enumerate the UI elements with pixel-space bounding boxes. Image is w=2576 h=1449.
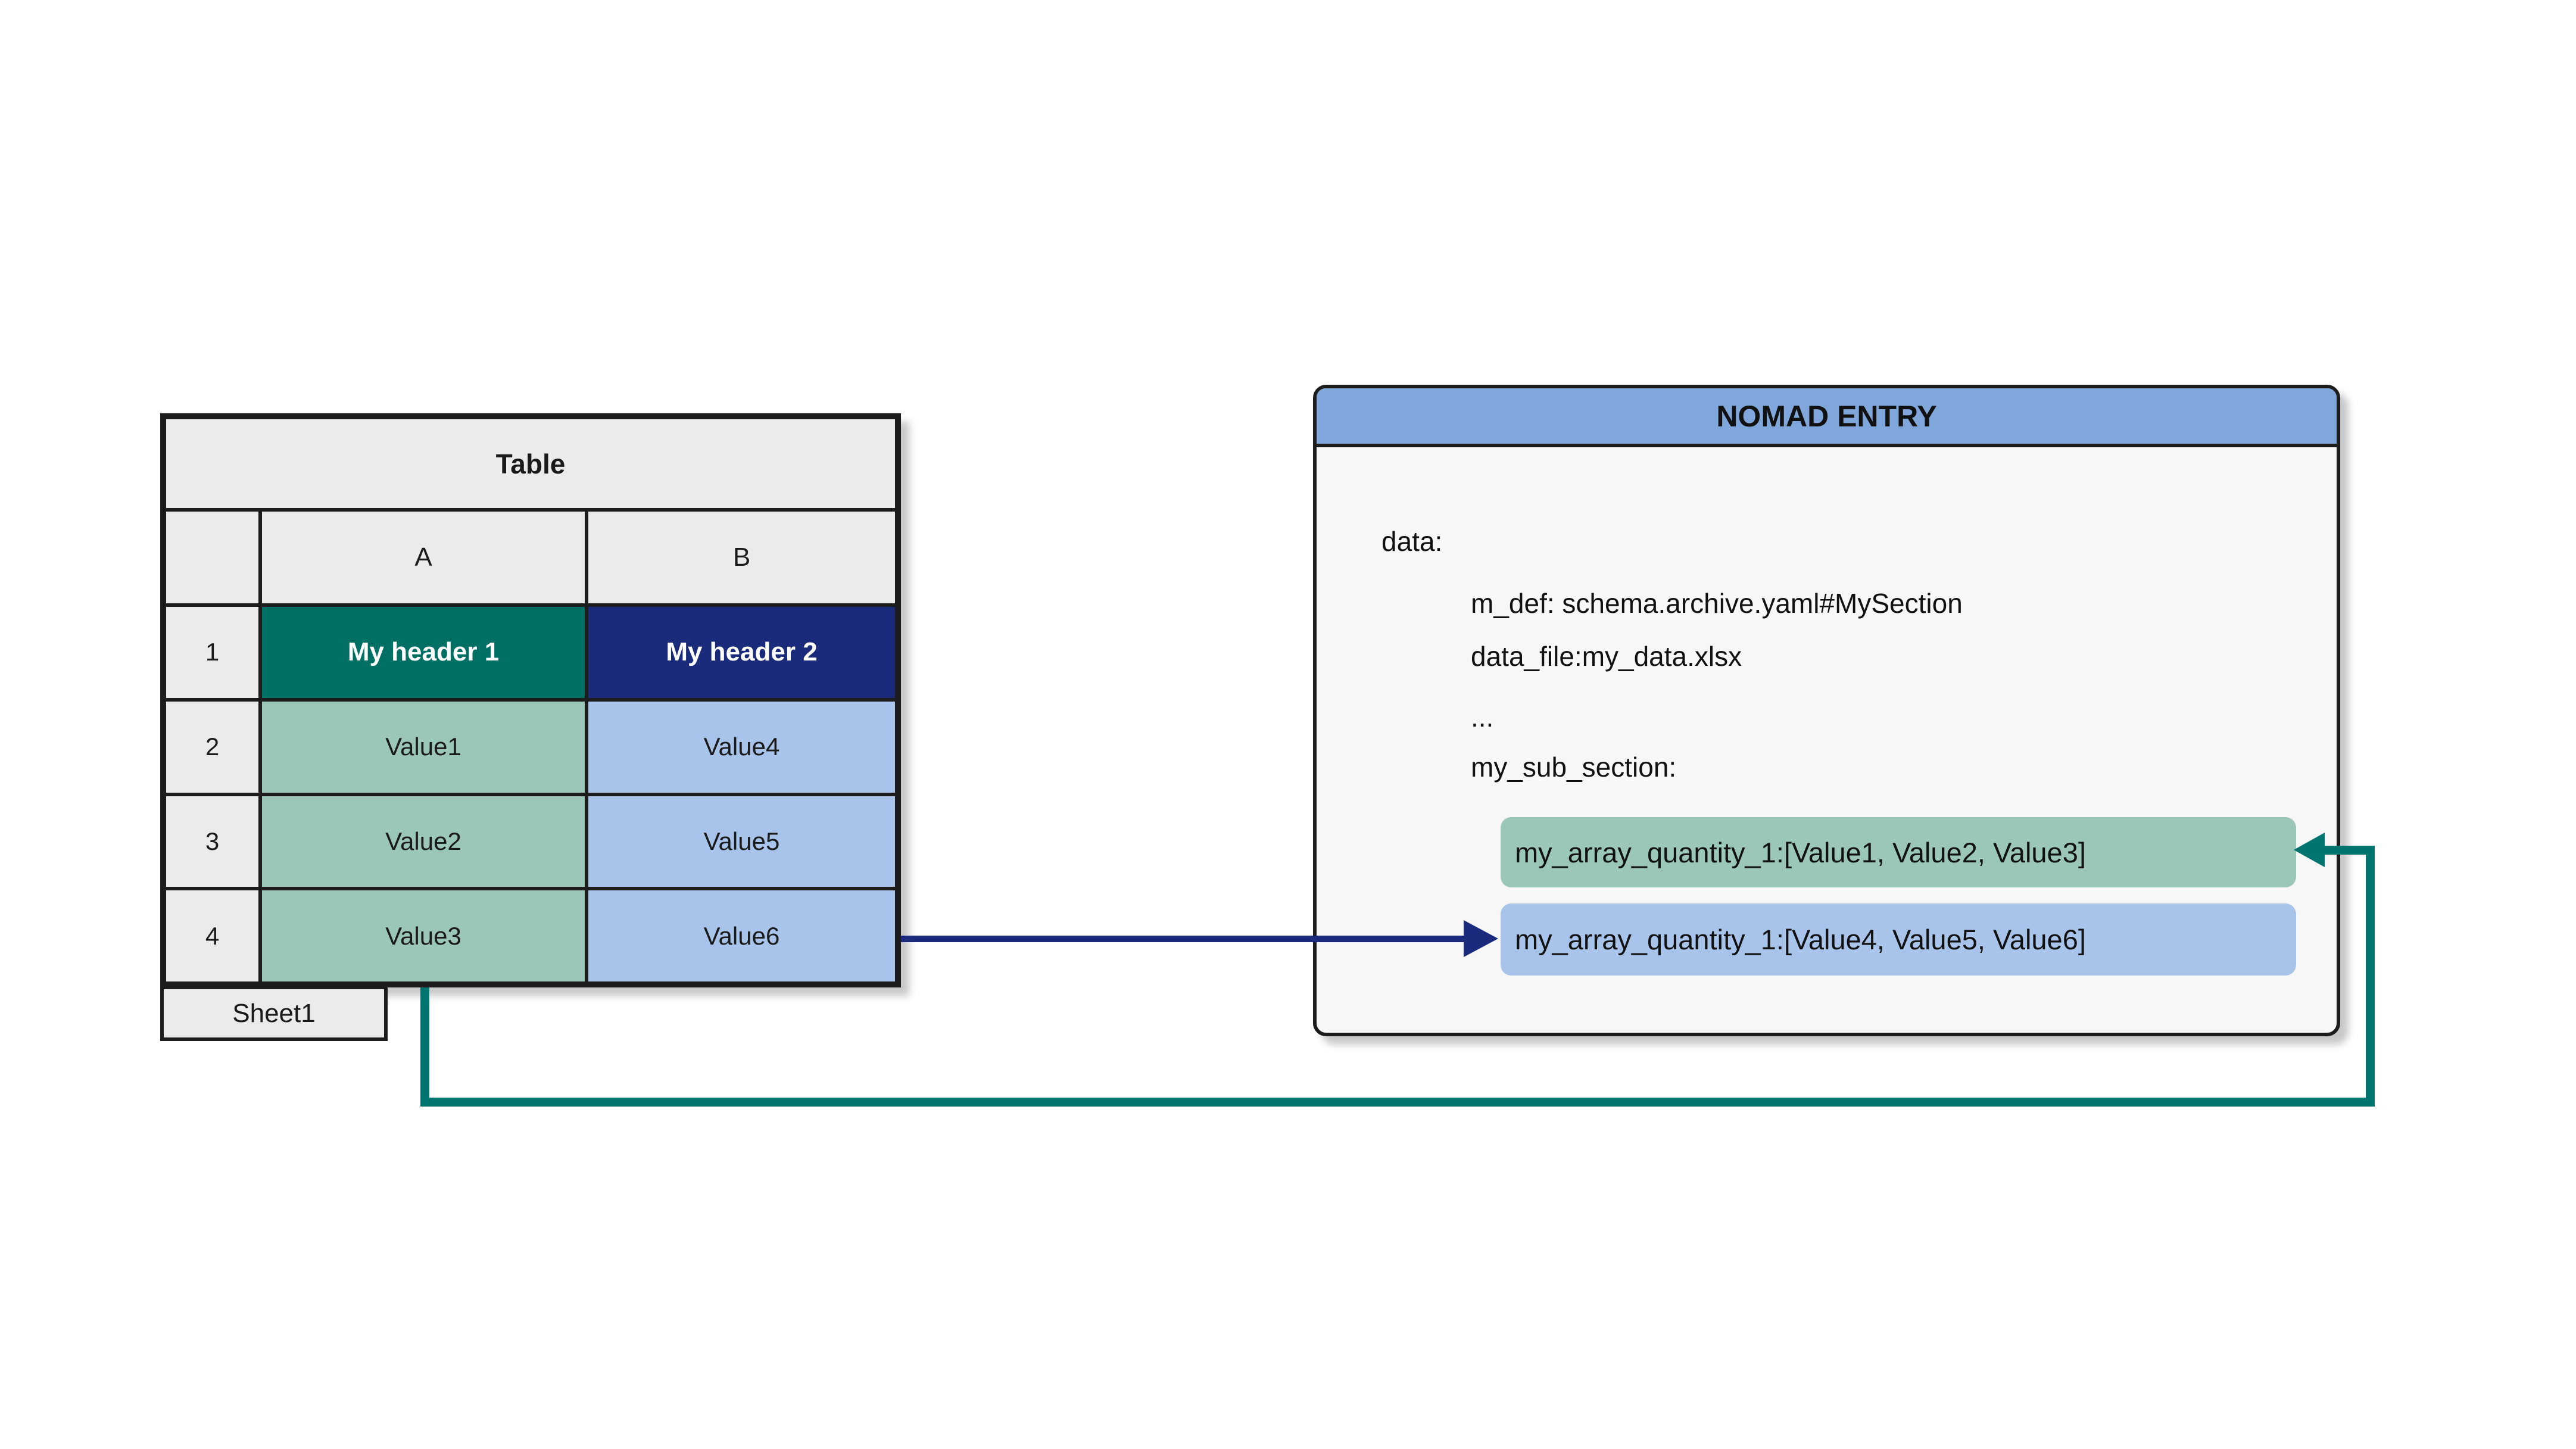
column-header-b: B (587, 510, 897, 605)
teal-arrow-segment-up (2366, 846, 2375, 1107)
cell-b4-value6: Value6 (587, 889, 897, 983)
array-quantity-green-highlight: my_array_quantity_1:[Value1, Value2, Val… (1501, 817, 2296, 887)
navy-arrow-line (901, 936, 1464, 942)
sheet-tab: Sheet1 (160, 986, 388, 1041)
row-number: 1 (164, 605, 260, 700)
yaml-line-data: data: (1381, 526, 1443, 557)
cell-b1-my-header-2: My header 2 (587, 605, 897, 700)
cell-b2-value4: Value4 (587, 699, 897, 794)
corner-cell (164, 510, 260, 605)
yaml-line-ellipsis: ... (1471, 702, 1494, 733)
column-header-a: A (260, 510, 587, 605)
navy-arrow-head-icon (1464, 920, 1498, 957)
teal-arrow-segment-across (420, 1098, 2375, 1107)
cell-b3-value5: Value5 (587, 794, 897, 889)
yaml-line-mdef: m_def: schema.archive.yaml#MySection (1471, 588, 1963, 619)
row-number: 2 (164, 699, 260, 794)
cell-a2-value1: Value1 (260, 699, 587, 794)
yaml-line-datafile: data_file:my_data.xlsx (1471, 641, 1742, 672)
teal-arrow-segment-in (2324, 846, 2375, 855)
array-quantity-blue-highlight: my_array_quantity_1:[Value4, Value5, Val… (1501, 903, 2296, 976)
nomad-entry-title: NOMAD ENTRY (1317, 388, 2337, 447)
cell-a3-value2: Value2 (260, 794, 587, 889)
cell-a4-value3: Value3 (260, 889, 587, 983)
teal-arrow-segment-down (420, 987, 429, 1107)
spreadsheet-table: Table A B 1 My header 1 My header 2 2 Va… (160, 413, 901, 987)
table-title: Table (164, 417, 897, 510)
row-number: 3 (164, 794, 260, 889)
teal-arrow-head-icon (2294, 833, 2325, 867)
row-number: 4 (164, 889, 260, 983)
cell-a1-my-header-1: My header 1 (260, 605, 587, 700)
yaml-line-subsection: my_sub_section: (1471, 752, 1677, 783)
